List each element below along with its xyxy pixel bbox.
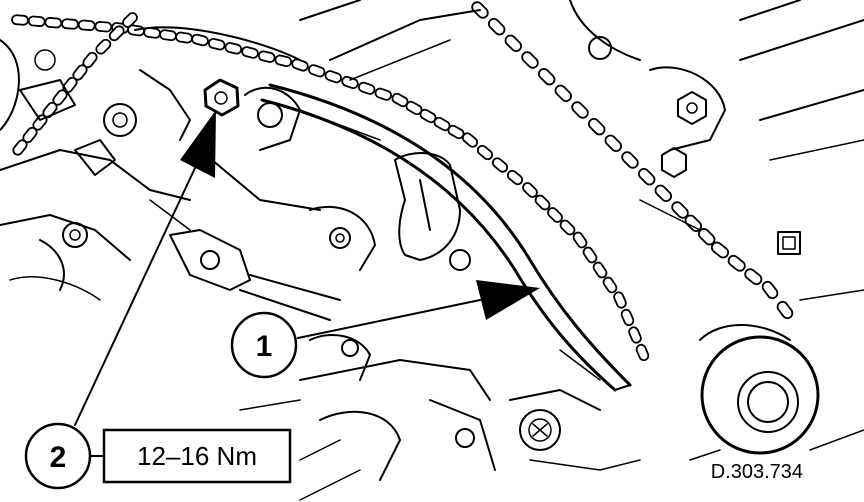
chain-link — [522, 182, 538, 198]
chain-link — [506, 169, 524, 186]
chain-link — [554, 84, 573, 103]
chain-link — [207, 37, 226, 51]
chain-link — [637, 167, 656, 186]
chain-link — [582, 246, 598, 264]
chain-link — [571, 101, 589, 119]
chain-link — [602, 276, 618, 294]
chain-link — [307, 64, 326, 78]
chain-link — [11, 14, 29, 26]
chain-link — [628, 326, 642, 344]
right-chain — [471, 1, 794, 320]
chain-link — [241, 46, 259, 59]
chain-link — [175, 31, 193, 44]
callout-2: 2 12–16 Nm — [24, 110, 292, 490]
chain-link — [461, 132, 479, 148]
chain-link — [159, 29, 177, 42]
chain-link — [274, 54, 293, 68]
chain-link — [224, 42, 243, 55]
chain-link — [374, 87, 393, 101]
chain-link — [12, 139, 28, 156]
chain-link — [94, 21, 113, 33]
chain-link — [534, 194, 551, 211]
chain-link — [357, 81, 376, 95]
chain-link — [27, 15, 46, 27]
chain-link — [257, 50, 276, 63]
chain-link — [635, 343, 650, 362]
chain-link — [122, 12, 138, 28]
chain-link — [620, 308, 635, 327]
chain-link — [77, 19, 96, 31]
chain-link — [613, 291, 627, 309]
chain-link — [491, 157, 509, 173]
chain-link — [776, 300, 794, 320]
chain-link — [621, 151, 639, 169]
chain-link — [44, 17, 63, 29]
chain-link — [191, 33, 209, 47]
chain-link — [547, 207, 563, 223]
chain-link — [727, 254, 746, 272]
chain-link — [476, 144, 494, 161]
callout-2-arrowhead — [180, 110, 216, 178]
chain-link — [324, 70, 343, 84]
chain-link — [108, 25, 125, 42]
chain-link — [504, 34, 523, 53]
chain-link — [761, 280, 779, 300]
chain-link — [744, 268, 763, 286]
chain-link — [654, 184, 673, 203]
chain-link — [61, 18, 79, 30]
torque-value-box — [102, 428, 292, 484]
chain-link — [487, 17, 506, 36]
upper-left-chain — [11, 14, 650, 362]
callout-2-number: 2 — [50, 441, 67, 474]
chain-link — [291, 58, 309, 72]
callout-1-number: 1 — [256, 330, 273, 363]
chain-link — [521, 51, 539, 69]
callout-1-circle — [230, 311, 298, 379]
chain-link — [592, 261, 608, 279]
chain-link — [95, 38, 112, 55]
figure-reference-code: D.303.734 — [711, 461, 803, 483]
chain-link — [710, 241, 730, 259]
chain-link — [572, 231, 588, 249]
left-chain — [12, 12, 138, 156]
chain-link — [341, 75, 359, 90]
callout-1: 1 — [230, 280, 540, 379]
callout-1-arrowhead — [476, 280, 540, 320]
chain-link — [537, 67, 556, 86]
chain-link — [604, 134, 623, 153]
chain-link — [559, 219, 576, 236]
torque-value: 12–16 Nm — [137, 441, 257, 471]
chain-link — [587, 117, 606, 136]
